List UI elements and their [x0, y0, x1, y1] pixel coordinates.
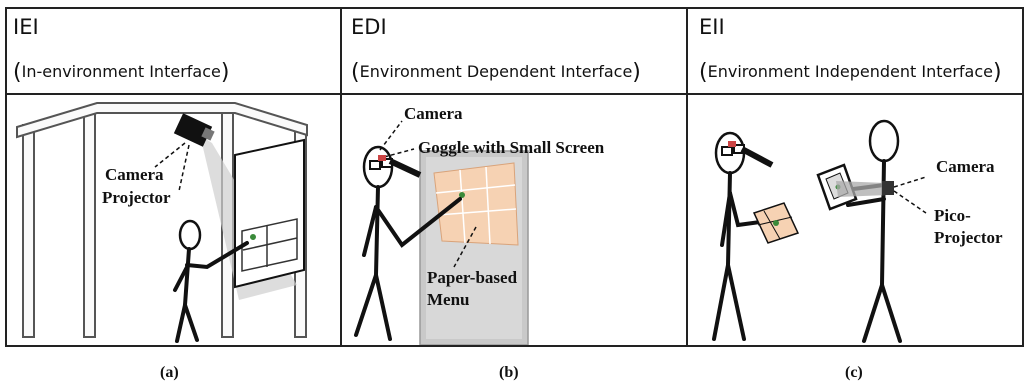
label-goggle: Goggle with Small Screen — [418, 138, 605, 157]
header-row: IEI (In-environment Interface) EDI (Envi… — [7, 9, 1022, 95]
label-pico-line1: Pico- — [934, 206, 971, 225]
person-left-figure — [712, 131, 770, 341]
panel-c-full-text: Environment Independent Interface — [707, 62, 993, 81]
caption-b: (b) — [499, 364, 519, 381]
wall-display — [234, 138, 305, 289]
panel-a-full-name: (In-environment Interface) — [13, 60, 230, 85]
figure-frame: IEI (In-environment Interface) EDI (Envi… — [5, 7, 1024, 347]
label-menu-line2: Menu — [427, 290, 470, 309]
label-camera: Camera — [936, 157, 995, 176]
panel-c-abbr: EII — [699, 15, 725, 39]
panel-b-abbr: EDI — [351, 15, 387, 39]
goggle-icon — [369, 155, 422, 178]
label-camera: Camera — [404, 104, 463, 123]
person-figure — [173, 219, 249, 343]
label-projector: Projector — [102, 188, 171, 207]
person-figure — [354, 145, 462, 341]
projector-camera-device — [173, 113, 215, 147]
panel-a-scene: Camera Projector — [16, 102, 308, 343]
caption-a: (a) — [160, 364, 179, 381]
pico-beam — [836, 181, 888, 197]
caption-c: (c) — [845, 364, 863, 381]
paper-menu — [433, 162, 519, 246]
pico-projector-device — [882, 181, 894, 195]
label-pico-line2: Projector — [934, 228, 1003, 247]
person-right-figure — [836, 119, 902, 343]
panel-c-full-name: (Environment Independent Interface) — [699, 60, 1002, 85]
goggle-icon — [721, 141, 774, 168]
paper-map — [752, 202, 800, 244]
label-camera: Camera — [105, 165, 164, 184]
divider-ab — [340, 9, 342, 345]
panel-b-full-name: (Environment Dependent Interface) — [351, 60, 641, 85]
panel-a-full-text: In-environment Interface — [21, 62, 221, 81]
panel-a-abbr: IEI — [13, 15, 39, 39]
panel-b-full-text: Environment Dependent Interface — [359, 62, 633, 81]
panel-b-scene: Camera Goggle with Small Screen Paper-ba… — [354, 104, 605, 345]
label-menu-line1: Paper-based — [427, 268, 518, 287]
panel-c-scene: Camera Pico- Projector — [712, 119, 1003, 343]
divider-bc — [686, 9, 688, 345]
